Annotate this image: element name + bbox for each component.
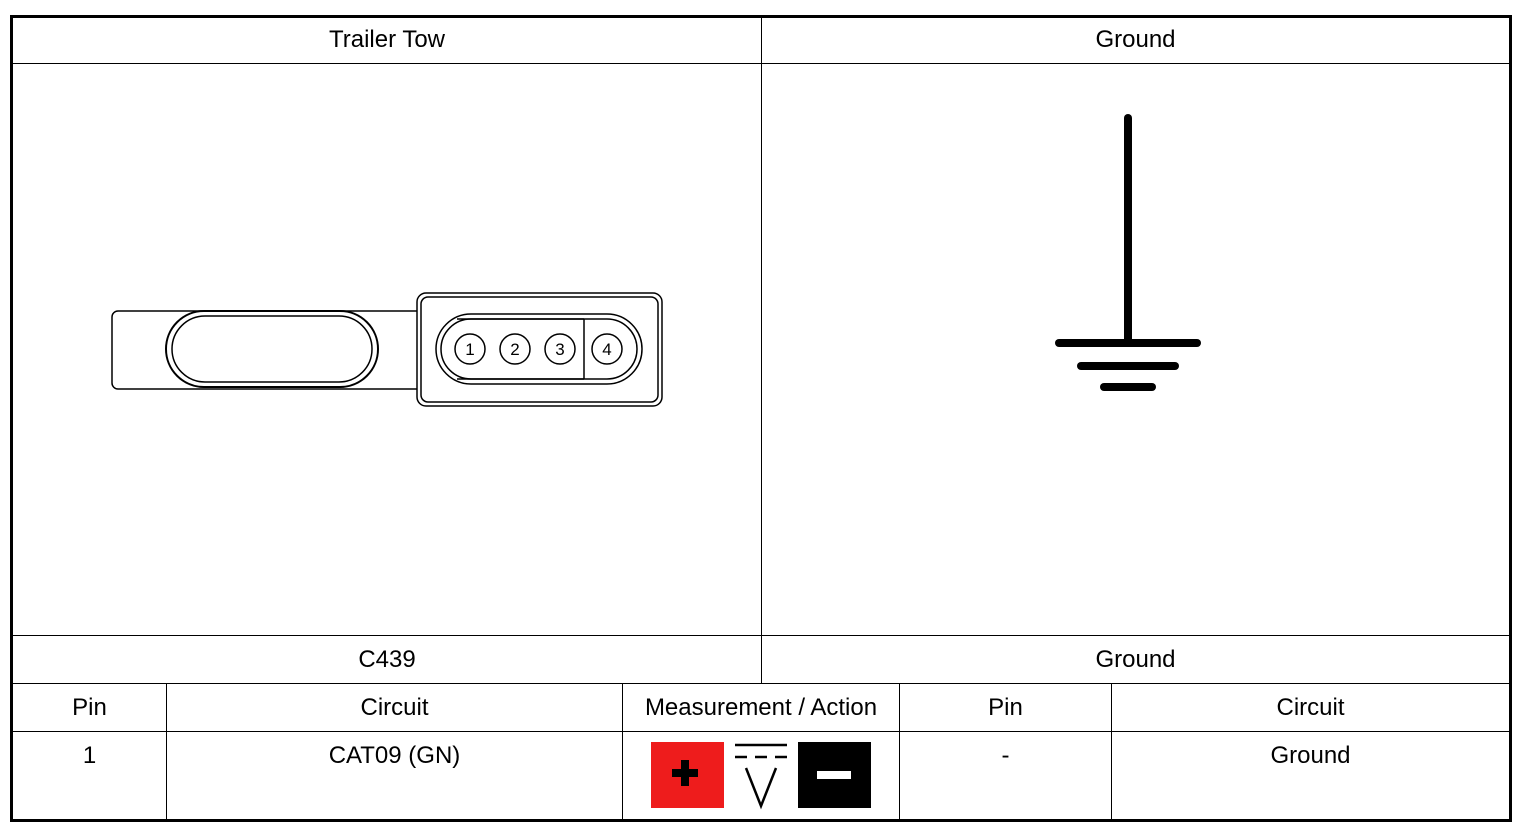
- col-header-pin: Pin: [72, 694, 107, 721]
- positive-probe-icon: [651, 742, 724, 808]
- col-header-measurement: Measurement / Action: [644, 694, 878, 721]
- rule-col4: [1111, 683, 1112, 822]
- pin-1-marker: [454, 333, 486, 365]
- rule-table-header: [10, 731, 1512, 732]
- pin-1-label: 1: [465, 340, 474, 359]
- row-pin: 1: [82, 742, 97, 769]
- rule-col2: [622, 683, 623, 822]
- pin-4-label: 4: [602, 340, 611, 359]
- pin-2-label: 2: [510, 340, 519, 359]
- col-header-circuit-2: Circuit: [1276, 694, 1345, 721]
- right-title: Ground: [1095, 26, 1176, 53]
- row-circuit: CAT09 (GN): [328, 742, 461, 769]
- rule-center: [761, 15, 762, 684]
- connector-housing: [416, 292, 663, 407]
- connector-name-left: C439: [358, 646, 416, 673]
- pin-3-marker: [544, 333, 576, 365]
- pin-4-marker: [591, 333, 623, 365]
- left-title: Trailer Tow: [328, 26, 446, 53]
- dc-voltage-icon: [735, 743, 787, 810]
- pin-3-label: 3: [555, 340, 564, 359]
- rule-col1: [166, 683, 167, 822]
- row-pin-2: -: [1001, 742, 1010, 769]
- col-header-pin-2: Pin: [988, 694, 1023, 721]
- pin-cavity: [435, 313, 643, 385]
- col-header-circuit: Circuit: [360, 694, 429, 721]
- row-circuit-2: Ground: [1270, 742, 1351, 769]
- negative-probe-icon: [798, 742, 871, 808]
- rule-col3: [899, 683, 900, 822]
- connector-latch: [165, 310, 379, 388]
- pin-2-marker: [499, 333, 531, 365]
- connector-name-right: Ground: [1095, 646, 1176, 673]
